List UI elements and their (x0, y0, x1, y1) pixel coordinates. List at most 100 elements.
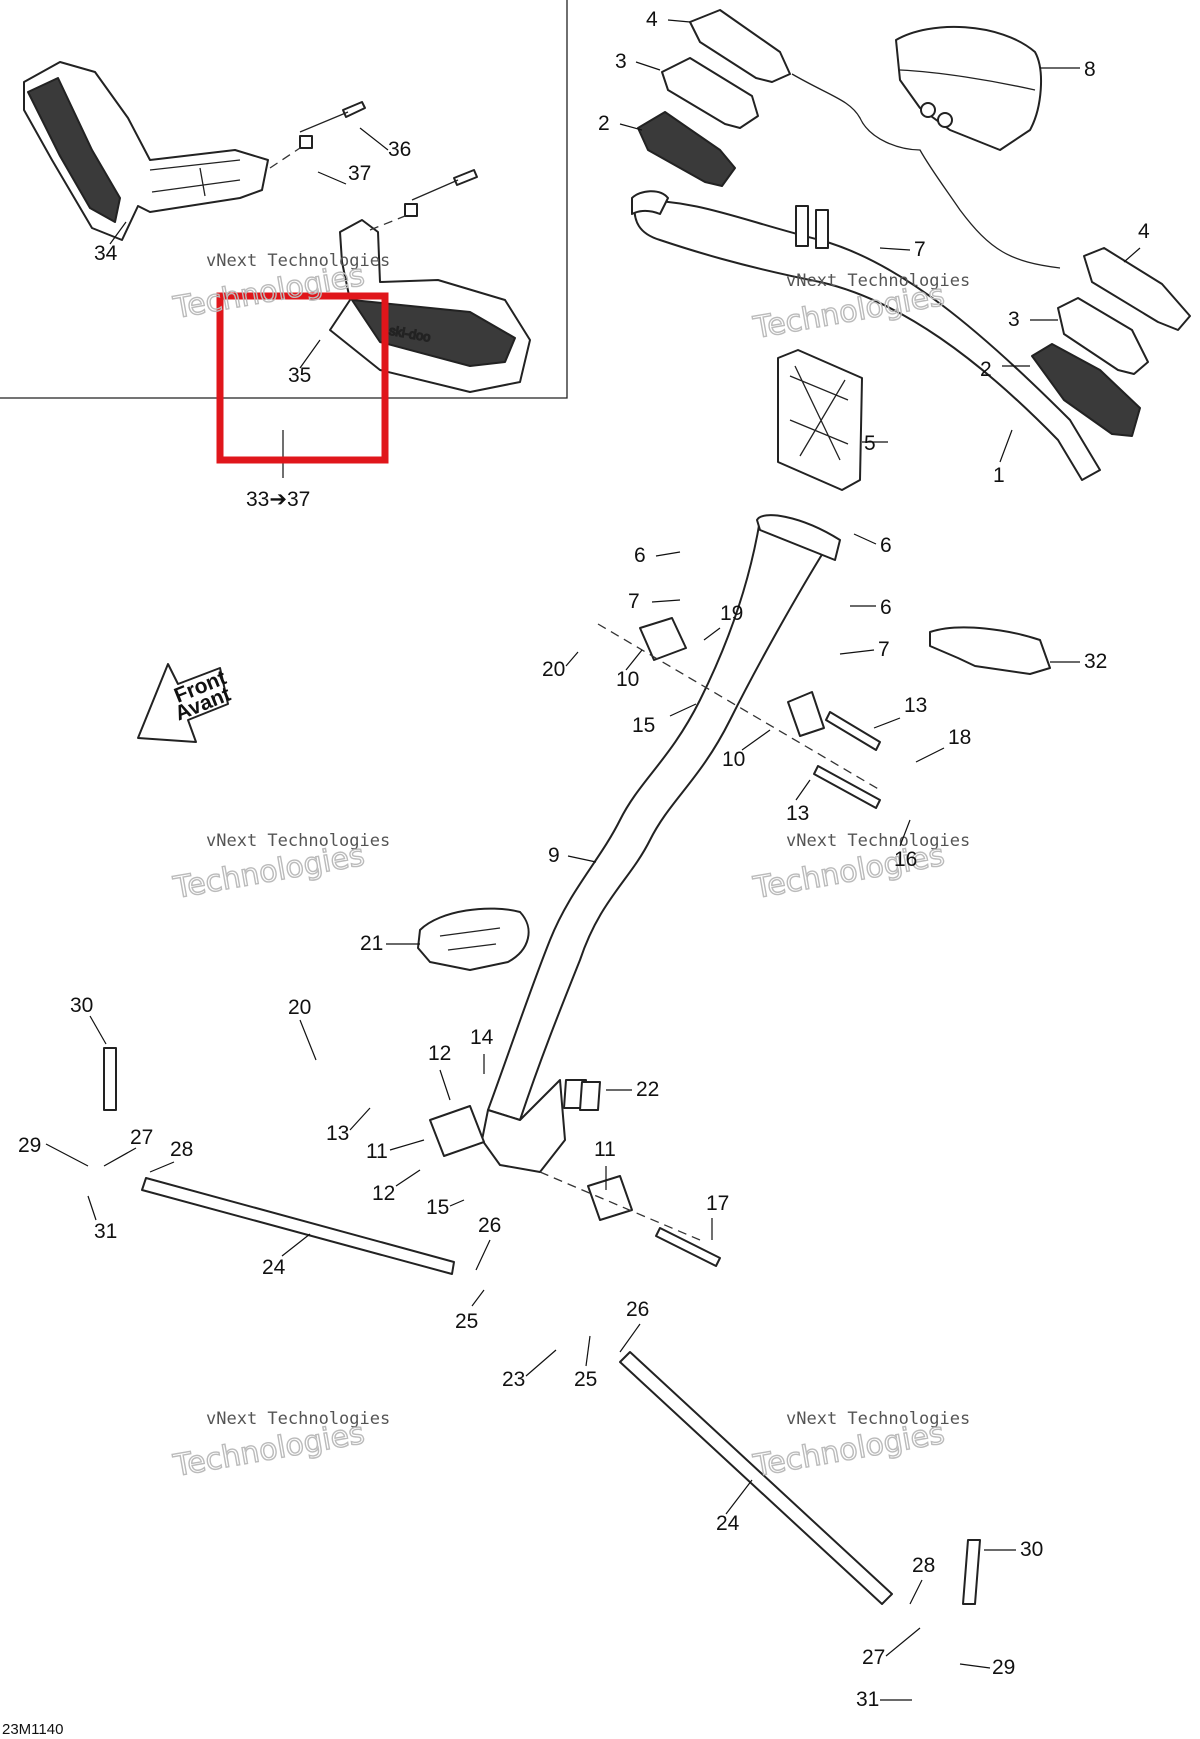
callout-leader-18 (915, 747, 945, 763)
callout-leader-29 (959, 1663, 991, 1669)
callout-leader-7 (651, 599, 681, 603)
callout-leader-35 (299, 339, 321, 369)
callout-8: 8 (1084, 58, 1096, 81)
callout-29: 29 (18, 1134, 41, 1157)
steering-column (481, 514, 841, 1173)
callout-leader-23 (525, 1349, 557, 1377)
watermark-text: vNext Technologies (206, 831, 390, 851)
inset-hardware (269, 101, 478, 231)
callout-leader-24 (725, 1479, 753, 1515)
callout-20: 20 (288, 996, 311, 1019)
callout-leader-10 (625, 649, 643, 671)
callout-leader-30 (89, 1015, 107, 1045)
callout-25: 25 (574, 1368, 597, 1391)
callout-leader-28 (909, 1579, 923, 1605)
callout-leader-13 (349, 1107, 371, 1131)
callout-10: 10 (722, 748, 745, 771)
callout-7: 7 (914, 238, 926, 261)
callout-4: 4 (646, 8, 658, 31)
callout-leader-20 (565, 651, 579, 667)
callout-12: 12 (372, 1182, 395, 1205)
callout-leader-10 (741, 729, 771, 751)
callout-leader-3 (635, 61, 661, 71)
riser (777, 349, 863, 491)
callout-leader-13 (873, 717, 901, 729)
callout-leader-34 (109, 221, 127, 245)
callout-leader-26 (619, 1323, 641, 1353)
tie-rod-right (619, 1351, 893, 1605)
callout-leader-27 (885, 1627, 921, 1657)
callout-leader-29 (45, 1143, 89, 1167)
callout-leader-9 (567, 855, 597, 863)
callout-13: 13 (786, 802, 809, 825)
callout-leader-24 (281, 1233, 311, 1257)
hand-guard-left (23, 61, 269, 241)
callout-leader-2 (619, 123, 643, 131)
callout-25: 25 (455, 1310, 478, 1333)
callout-22: 22 (636, 1078, 659, 1101)
callout-21: 21 (360, 932, 383, 955)
bracket-cover (417, 907, 530, 971)
grips-right (1031, 247, 1191, 437)
callout-9: 9 (548, 844, 560, 867)
bearing-blocks (429, 617, 881, 1241)
callout-leader-12 (395, 1169, 421, 1187)
watermark-text: vNext Technologies (786, 831, 970, 851)
callout-24: 24 (262, 1256, 286, 1279)
callout-leader-25 (585, 1335, 591, 1367)
callout-34: 34 (94, 242, 118, 265)
grips-left (637, 9, 1061, 269)
callout-7: 7 (878, 638, 890, 661)
callout-leader-26 (475, 1239, 491, 1271)
callout-leader-36 (359, 127, 389, 151)
callout-28: 28 (912, 1554, 935, 1577)
callout-1: 1 (993, 464, 1005, 487)
callout-3: 3 (1008, 308, 1020, 331)
tie-rod-left (141, 1177, 455, 1275)
callout-15: 15 (632, 714, 655, 737)
callout-36: 36 (388, 138, 411, 161)
kit-label: 33➔37 (246, 488, 310, 511)
callout-leader-20 (299, 1019, 317, 1061)
callout-leader-4 (667, 19, 691, 23)
callout-30: 30 (70, 994, 93, 1017)
callout-20: 20 (542, 658, 565, 681)
callout-31: 31 (94, 1220, 117, 1243)
callout-14: 14 (470, 1026, 494, 1049)
watermark-text: vNext Technologies (206, 1409, 390, 1429)
callout-26: 26 (626, 1298, 649, 1321)
callout-6: 6 (880, 596, 892, 619)
bolts (103, 205, 981, 1605)
callout-leader-12 (439, 1069, 451, 1101)
callout-18: 18 (948, 726, 971, 749)
callout-leader-1 (999, 429, 1013, 463)
callout-leader-6 (655, 551, 681, 557)
callout-leader-27 (103, 1147, 137, 1167)
callout-27: 27 (130, 1126, 153, 1149)
callout-15: 15 (426, 1196, 449, 1219)
callout-24: 24 (716, 1512, 740, 1535)
callout-26: 26 (478, 1214, 501, 1237)
callout-leader-19 (703, 627, 721, 641)
callout-2: 2 (980, 358, 992, 381)
callout-30: 30 (1020, 1538, 1043, 1561)
callout-leader-6 (853, 533, 877, 545)
handlebar-cover (895, 25, 1043, 151)
callout-27: 27 (862, 1646, 885, 1669)
callout-3: 3 (615, 50, 627, 73)
highlight-box (216, 292, 389, 464)
callout-16: 16 (894, 848, 917, 871)
watermarks: vNext Technologies Technologies vNext Te… (170, 251, 971, 1485)
watermark-text: vNext Technologies (786, 1409, 970, 1429)
inset-frame (0, 0, 568, 399)
callout-11: 11 (594, 1138, 616, 1161)
callout-12: 12 (428, 1042, 451, 1065)
callout-leader-16 (899, 819, 911, 847)
reference-code: 23M1140 (2, 1721, 63, 1738)
callout-leader-13 (795, 779, 811, 801)
callout-leader-7 (879, 247, 911, 251)
callout-13: 13 (904, 694, 927, 717)
callout-17: 17 (706, 1192, 729, 1215)
